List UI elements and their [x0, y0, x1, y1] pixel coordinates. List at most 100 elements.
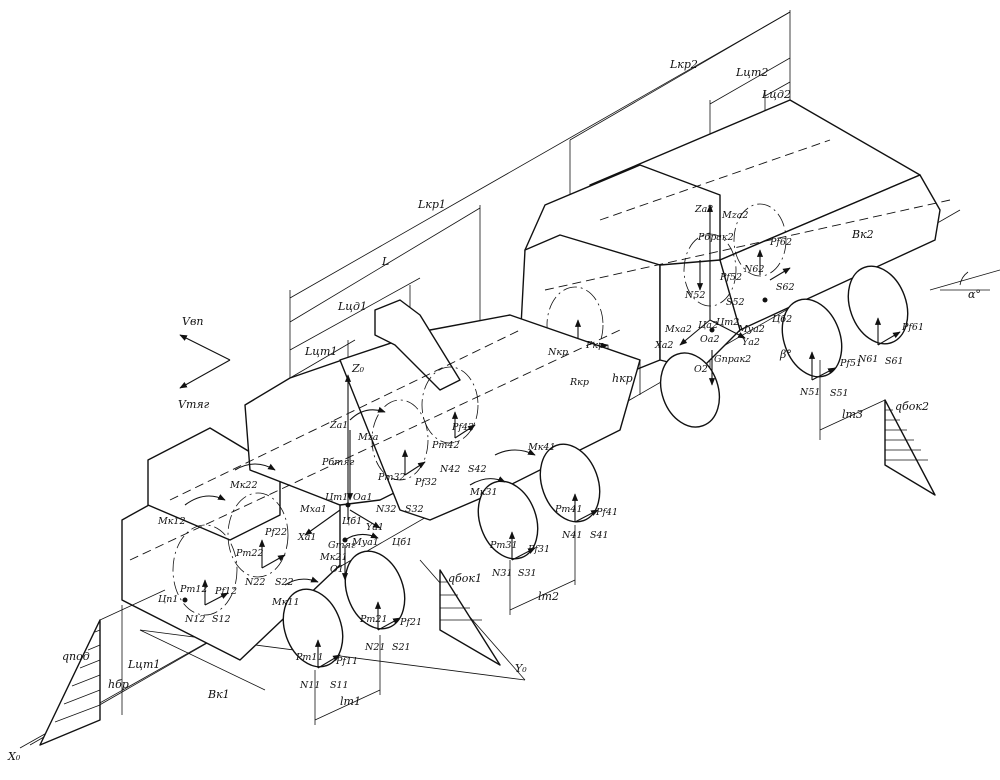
label-rkp: Rкр [569, 377, 589, 388]
label-n61: N61 [857, 354, 878, 365]
label-s62: S62 [776, 282, 795, 293]
labels: X₀ Y₀ Z₀ Vвп Vтяг α° β° Lкр2 Lкр1 L Lцд1… [7, 58, 981, 763]
label-n62: N62 [743, 264, 764, 275]
label-cb1b: Цб1 [392, 537, 412, 548]
label-o1: O1 [330, 564, 344, 575]
label-mxa1: Mxа1 [299, 504, 327, 515]
label-q-front: qпод [62, 650, 90, 663]
label-n51: N51 [799, 387, 820, 398]
label-lm2: lm2 [538, 590, 559, 603]
label-mxa2: Mxа2 [664, 324, 692, 335]
arrow-ya2 [709, 319, 746, 339]
label-pf61: Pf61 [901, 322, 924, 333]
wheel-rear-5 [781, 298, 843, 378]
wheel-rear-6 [847, 265, 909, 345]
label-pm42: Pm42 [431, 440, 460, 451]
label-pf32: Pf32 [414, 477, 437, 488]
label-lkp1: Lкр1 [417, 198, 446, 211]
label-cm2: Цm2 [716, 317, 739, 328]
label-beta: β° [779, 348, 792, 361]
label-s11: S11 [330, 680, 349, 691]
label-n11: N11 [299, 680, 320, 691]
label-v-front: Vвп [182, 315, 203, 328]
label-s52: S52 [726, 297, 745, 308]
label-c62: Цб2 [772, 314, 792, 325]
label-ca2: Ца2 [698, 320, 718, 331]
label-cn1: Цп1 [158, 594, 178, 605]
label-lkp2: Lкр2 [669, 58, 698, 71]
label-pf41: Pf41 [595, 507, 618, 518]
rear-unit [519, 99, 1000, 496]
label-y0: Y₀ [515, 662, 527, 675]
label-lm1: lm1 [340, 695, 361, 708]
label-pf12: Pf12 [214, 586, 237, 597]
label-oa1: Oа1 [353, 492, 373, 503]
label-pf52: Pf52 [719, 272, 742, 283]
label-x0: X₀ [7, 750, 21, 763]
label-pbtmo: Pбтяг [321, 457, 354, 468]
wheel-rear-1 [659, 352, 721, 428]
label-pm31: Pm31 [489, 540, 518, 551]
label-pf22: Pf22 [264, 527, 287, 538]
label-lcm1: Lцm1 [304, 345, 337, 358]
label-lm3: lm3 [842, 408, 863, 421]
label-pm32: Pm32 [377, 472, 406, 483]
arrow-xa2 [679, 319, 711, 346]
label-mza2: Mzа2 [721, 210, 748, 221]
wheel-front-3 [477, 480, 539, 560]
label-mk22: Mк22 [229, 480, 258, 491]
label-oa2: Oа2 [700, 334, 720, 345]
label-n22: N22 [244, 577, 265, 588]
label-za2: Zа2 [694, 204, 713, 215]
label-o2: O2 [694, 364, 708, 375]
label-n52: N52 [684, 290, 705, 301]
label-za1: Zа1 [329, 420, 348, 431]
front-unit [39, 299, 641, 746]
wheel-front-4 [539, 443, 601, 523]
label-mya1: Myа1 [351, 537, 379, 548]
label-bk1: Bк1 [207, 688, 230, 701]
label-lcm2: Lцm2 [735, 66, 768, 79]
label-xa1: Xа1 [297, 532, 316, 543]
label-s31: S31 [518, 568, 537, 579]
label-pbpak2: Pбрак2 [697, 232, 734, 243]
label-mk31: Mк31 [469, 487, 498, 498]
arrow-ya1 [349, 509, 381, 529]
label-bk2: Bк2 [851, 228, 874, 241]
wheel-front-2 [344, 550, 406, 630]
label-lcm1-vert: Lцm1 [127, 658, 160, 671]
label-lcd1: Lцд1 [337, 300, 367, 313]
label-mk11: Mк11 [271, 597, 300, 608]
arrow-v-tractor [179, 359, 231, 389]
label-mza: Mzа [357, 432, 379, 443]
label-s12: S12 [212, 614, 231, 625]
arrow-xa1 [304, 509, 341, 536]
label-pm11: Pm11 [295, 652, 324, 663]
label-pf51: Pf51 [839, 358, 862, 369]
arrow-v-front [179, 334, 231, 361]
label-gtmo: Gтяг [328, 540, 356, 551]
label-hkp: hкр [612, 372, 633, 385]
label-n21: N21 [364, 642, 385, 653]
label-pm21: Pm21 [359, 614, 388, 625]
label-pf62: Pf62 [769, 237, 792, 248]
label-pf21: Pf21 [399, 617, 422, 628]
label-mk41: Mк41 [527, 442, 556, 453]
label-q-bok2: qбок2 [895, 400, 929, 413]
label-z0: Z₀ [351, 362, 365, 375]
label-pm41: Pm41 [554, 504, 583, 515]
label-pm12: Pm12 [179, 584, 208, 595]
label-pf31: Pf31 [527, 544, 550, 555]
label-mk21: Mк21 [319, 552, 348, 563]
label-n41: N41 [561, 530, 582, 541]
label-v-tractor: Vтяг [178, 398, 210, 411]
label-pf42: Pf42 [451, 422, 474, 433]
label-alpha: α° [968, 288, 981, 301]
label-n12: N12 [184, 614, 205, 625]
label-mya2: Myа2 [737, 324, 765, 335]
label-ya2: Yа2 [742, 337, 760, 348]
label-s41: S41 [590, 530, 609, 541]
label-cb1: Цб1 [342, 516, 362, 527]
